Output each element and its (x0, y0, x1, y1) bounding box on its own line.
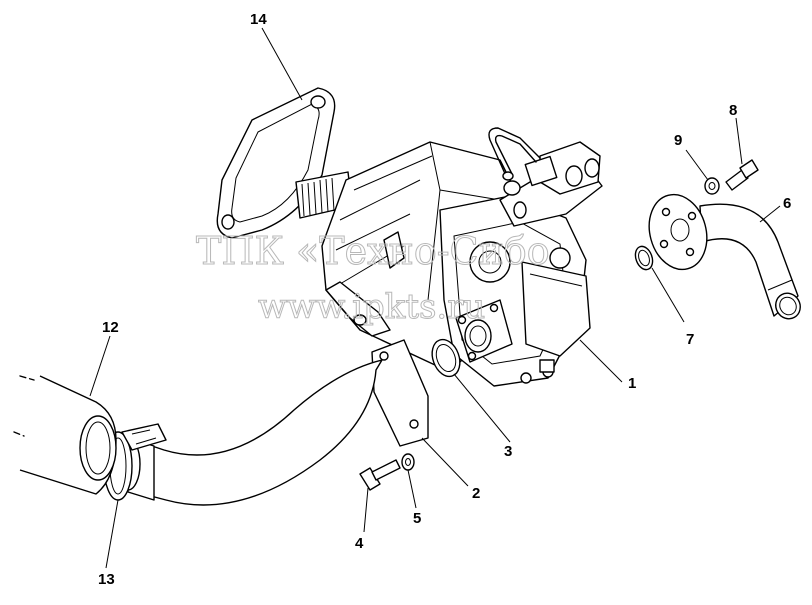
watermark: ТПК «Техно-Сибо www.ipkts.ru (196, 229, 551, 328)
callout-3: 3 (504, 443, 512, 460)
callout-12: 12 (102, 319, 119, 336)
leader-1 (579, 339, 623, 383)
bolt-8 (725, 159, 759, 191)
leader-12 (89, 335, 111, 397)
callout-7: 7 (686, 331, 694, 348)
o-ring-7 (634, 245, 654, 271)
washer-9 (704, 177, 720, 195)
callout-6: 6 (783, 195, 791, 212)
washer-5 (401, 453, 415, 471)
leader-6 (759, 205, 781, 223)
suction-pipe-2 (115, 339, 429, 506)
hydraulic-pump-1 (295, 127, 603, 387)
callout-4: 4 (355, 535, 364, 552)
leader-2 (421, 437, 469, 487)
leader-4 (363, 487, 369, 533)
leader-13 (105, 499, 119, 569)
callout-8: 8 (729, 102, 737, 119)
gasket-14 (216, 87, 336, 239)
callout-14: 14 (250, 11, 267, 28)
o-ring-3 (431, 338, 461, 378)
elbow-pipe-6 (648, 193, 801, 320)
watermark-line-2: www.ipkts.ru (258, 287, 485, 327)
leader-8 (735, 117, 743, 165)
leader-7 (651, 267, 685, 323)
callout-1: 1 (628, 375, 636, 392)
bolt-4 (359, 459, 401, 491)
leader-9 (685, 149, 709, 181)
callout-13: 13 (98, 571, 115, 588)
leader-3 (453, 373, 511, 443)
leader-5 (407, 469, 417, 509)
leader-lines (89, 27, 781, 569)
watermark-line-1: ТПК «Техно-Сибо (196, 229, 550, 273)
leader-14 (261, 27, 303, 101)
callout-5: 5 (413, 510, 421, 527)
hose-12 (13, 375, 117, 495)
callout-2: 2 (472, 485, 480, 502)
callout-numbers: 1 2 3 4 5 6 7 8 9 12 13 14 (98, 11, 791, 588)
callout-9: 9 (674, 132, 682, 149)
